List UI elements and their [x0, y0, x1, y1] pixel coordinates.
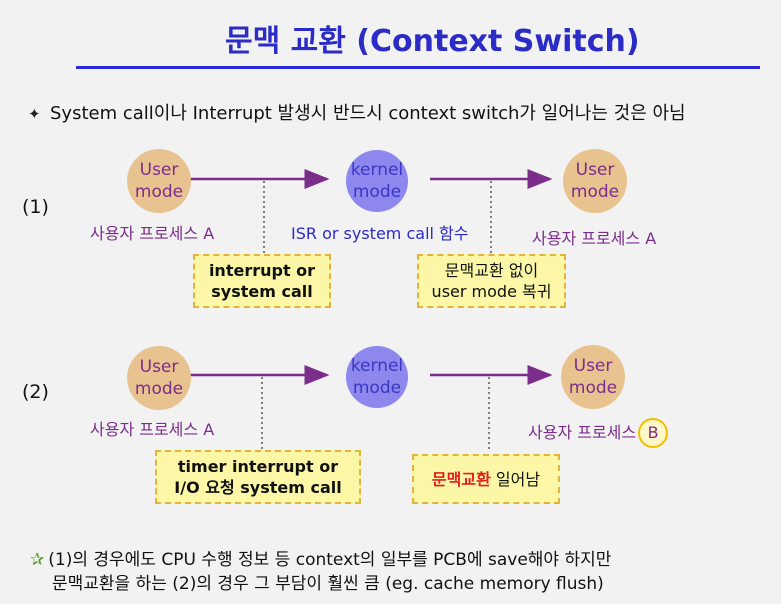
case-1-label-left: 사용자 프로세스 A — [90, 224, 215, 243]
case-2-kernel-mode: kernel mode — [346, 346, 408, 408]
case-2-box-left: timer interrupt or I/O 요청 system call — [155, 450, 361, 504]
case-2-user-mode-left: User mode — [127, 346, 191, 410]
case-2-label-right-text: 사용자 프로세스 — [528, 423, 637, 442]
case-2-box-left-line1: timer interrupt or — [177, 457, 339, 476]
case-1-box-left: interrupt or system call — [193, 254, 331, 308]
case-1-box-left-line2: system call — [211, 282, 313, 301]
footnote-text-1: (1)의 경우에도 CPU 수행 정보 등 context의 일부를 PCB에 … — [48, 550, 612, 570]
context-switch-emphasis: 문맥교환 — [431, 469, 491, 489]
case-1-box-right: 문맥교환 없이 user mode 복귀 — [417, 254, 566, 308]
case-1-box-left-line1: interrupt or — [208, 261, 316, 280]
footnote: ✰(1)의 경우에도 CPU 수행 정보 등 context의 일부를 PCB에… — [30, 548, 611, 596]
case-2-box-left-line2: I/O 요청 system call — [174, 478, 342, 497]
case-1-user-mode-right: User mode — [563, 149, 627, 213]
case-1-box-right-line1: 문맥교환 없이 — [444, 261, 539, 280]
process-b-badge: B — [638, 418, 669, 448]
case-1-kernel-mode: kernel mode — [346, 150, 408, 212]
case-2-number: (2) — [22, 381, 49, 403]
bullet-text: System call이나 Interrupt 발생시 반드시 context … — [50, 103, 686, 124]
case-2-box-right: 문맥교환 일어남 — [412, 454, 560, 504]
page-title: 문맥 교환 (Context Switch) — [225, 24, 640, 59]
case-2-box-right-text: 문맥교환 일어남 — [432, 469, 540, 490]
case-1-label-right: 사용자 프로세스 A — [532, 229, 657, 248]
star-icon: ✰ — [30, 550, 45, 570]
case-2-box-right-rest: 일어남 — [490, 469, 541, 489]
case-1-box-right-line2: user mode 복귀 — [431, 282, 552, 301]
title-underline — [76, 66, 760, 69]
case-2-user-mode-right: User mode — [561, 345, 625, 409]
case-1-number: (1) — [22, 196, 49, 218]
footnote-line-1: ✰(1)의 경우에도 CPU 수행 정보 등 context의 일부를 PCB에… — [30, 548, 611, 572]
case-2-label-left: 사용자 프로세스 A — [90, 420, 215, 439]
case-1-user-mode-left: User mode — [127, 149, 191, 213]
case-1-label-mid: ISR or system call 함수 — [291, 224, 469, 243]
bullet-statement: ✦ System call이나 Interrupt 발생시 반드시 context… — [28, 99, 686, 125]
bullet-marker-icon: ✦ — [28, 105, 41, 123]
footnote-line-2: 문맥교환을 하는 (2)의 경우 그 부담이 훨씬 큼 (eg. cache m… — [52, 574, 604, 594]
